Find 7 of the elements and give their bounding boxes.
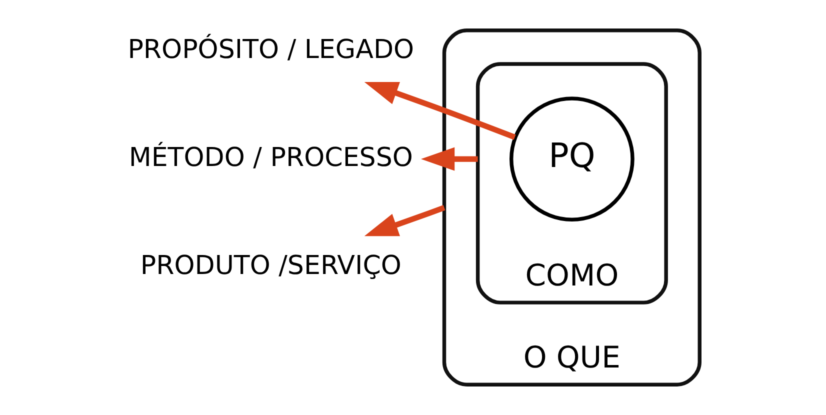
node-text: MÉTODO / PROCESSO [128, 142, 412, 173]
arrow [420, 147, 478, 171]
node-text: PRODUTO /SERVIÇO [140, 251, 401, 282]
node-text: PROPÓSITO / LEGADO [127, 34, 414, 65]
node-circle: PQ [509, 96, 634, 222]
arrow [364, 205, 445, 236]
arrow [364, 82, 516, 140]
